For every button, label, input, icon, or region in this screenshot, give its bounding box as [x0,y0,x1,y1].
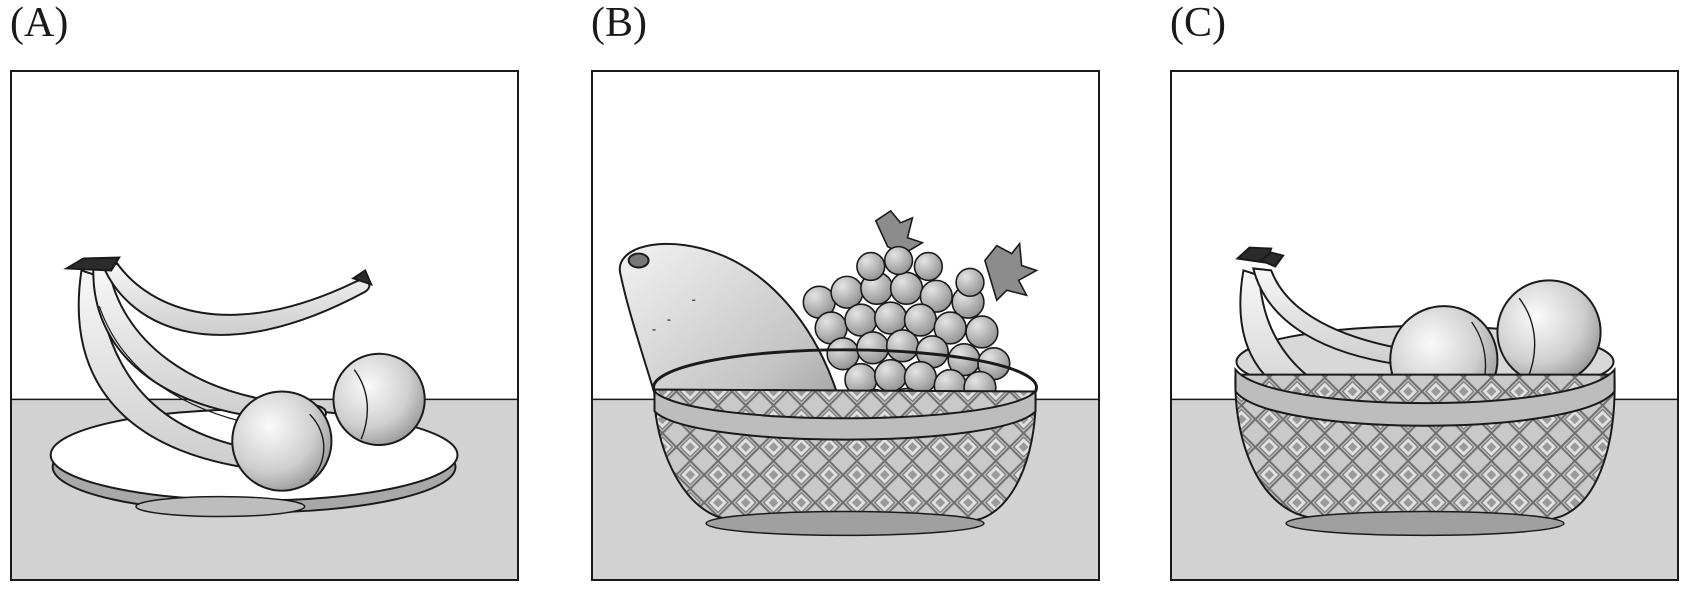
bananas-peaches-on-plate-illustration [12,72,517,579]
basket [652,348,1038,537]
basket [1234,366,1616,537]
option-label-b: (B) [591,0,647,46]
peaches [231,352,426,492]
papaya [618,242,843,421]
option-panel-b[interactable] [591,70,1100,581]
option-panel-a[interactable] [10,70,519,581]
option-panel-c[interactable] [1170,70,1679,581]
option-label-a: (A) [10,0,69,46]
option-label-c: (C) [1170,0,1226,46]
papaya-grapes-in-basket-illustration [593,72,1098,579]
bananas-peaches-in-basket-illustration [1172,72,1677,579]
